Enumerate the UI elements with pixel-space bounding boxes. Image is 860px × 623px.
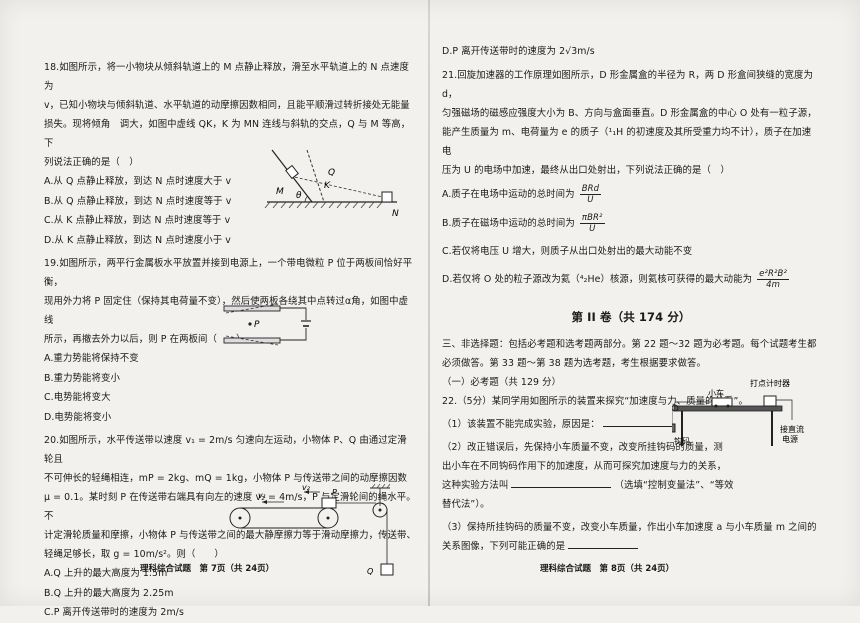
q21-option-a-text: A.质子在电场中运动的总时间为 [442,188,575,200]
q19-line-3: 所示，再撤去外力以后，则 P 在两板间（ ） [44,334,246,345]
q18-line-1: 18.如图所示，将一小物块从倾斜轨道上的 M 点静止释放，滑至水平轨道上的 N … [44,62,409,92]
q22-label-timer: 打点计时器 [750,378,790,388]
q22-line-1: 22.（5分）某同学用如图所示的装置来探究“加速度与力、质量的关系”。 [442,396,748,407]
q21-option-b: B.质子在磁场中运动的总时间为 πBR² U [442,213,820,234]
page-fold [428,0,430,606]
q21-option-b-denominator: U [589,223,596,234]
q18-option-b: B.从 Q 点静止释放，到达 N 点时速度等于 v [44,195,232,207]
q20-option-d: D.P 离开传送带时的速度为 2√3m/s [442,46,595,57]
q18-option-d: D.从 K 点静止释放，到达 N 点时速度小于 v [44,234,231,246]
q19-capacitor-figure: P [223,303,311,346]
q21-option-c: C.若仅将电压 U 增大，则质子从出口处射出的最大动能不变 [442,245,693,257]
q19-line-2: 现用外力将 P 固定住（保持其电荷量不变），然后使两板各绕其中点转过α角，如图中… [44,296,409,326]
q22-line-4: 出小车在不同钩码作用下的加速度，从而可探究加速度与力的关系， [442,461,727,472]
question-19: 19.如图所示，两平行金属板水平放置并接到电源上，一个带电微粒 P 位于两板间恰… [44,254,416,427]
section-title: 第 II 卷（共 174 分） [571,310,691,324]
q21-option-a: A.质子在电场中运动的总时间为 BRd U [442,184,820,205]
q21-option-d-text: D.若仅将 O 处的粒子源改为氦（⁴₂He）核源，则氦核可获得的最大动能为 [442,274,753,285]
left-page: 18.如图所示，将一小物块从倾斜轨道上的 M 点静止释放，滑至水平轨道上的 N … [0,0,430,618]
question-21: 21.回旋加速器的工作原理如图所示，D 形金属盒的半径为 R，两 D 形盒间狭缝… [442,66,820,291]
q22-method-text: 这种实验方法叫 [442,480,509,491]
q19-option-a: A.重力势能将保持不变 [44,353,139,364]
q22-line-8: （3）保持所挂钩码的质量不变，改变小车质量，作出小车加速度 a 与小车质量 m … [442,522,817,533]
q19-option-b: B.重力势能将变小 [44,372,120,384]
q19-option-c: C.电势能将变大 [44,392,111,403]
q22-part-2-choice: 这种实验方法叫 （选填“控制变量法”、“等效 [442,476,820,495]
q22-apparatus-figure: 打点计时器 小车 钩码 接直流 电源 [672,378,804,446]
q18-line-2: v，已知小物块与倾斜轨道、水平轨道的动摩擦因数相同，且能平顺滑过转折接处无能量 [44,100,410,111]
q19-option-d: D.电势能将变小 [44,411,112,423]
question-18: 18.如图所示，将一小物块从倾斜轨道上的 M 点静止释放，滑至水平轨道上的 N … [44,58,416,250]
q20-label-v2: v₂ [302,484,311,492]
q18-label-q: Q [328,168,335,178]
q22-label-cart: 小车 [708,388,724,398]
q20-line-1: 20.如图所示，水平传送带以速度 v₁ = 2m/s 匀速向左运动，小物体 P、… [44,435,407,465]
section-line-1: 三、非选择题：包括必考题和选考题两部分。第 22 题～32 题为必考题。每个试题… [442,339,817,350]
q21-option-a-denominator: U [587,194,594,205]
q18-label-n: N [392,209,399,219]
q22-part-3: 关系图像，下列可能正确的是 [442,537,820,556]
section-line-2: 必须做答。第 33 题～第 38 题为选考题，考生根据要求做答。 [442,358,706,369]
q20-option-a: A.Q 上升的最大高度为 1.5m [44,568,168,579]
q21-line-2: 匀强磁场的磁感应强度大小为 B、方向与盒面垂直。D 形金属盒的中心 O 处有一粒… [442,107,817,119]
q18-label-m: M [276,187,284,197]
q22-label-hooks: 钩码 [674,436,690,446]
q21-option-a-numerator: BRd [579,183,602,195]
q21-option-d: D.若仅将 O 处的粒子源改为氦（⁴₂He）核源，则氦核可获得的最大动能为 e²… [442,269,820,290]
q22-line-7: 替代法”）。 [442,499,490,510]
q22-part-1-text: （1）该装置不能完成实验，原因是： [442,419,600,430]
q21-line-1: 21.回旋加速器的工作原理如图所示，D 形金属盒的半径为 R，两 D 形盒间狭缝… [442,69,813,100]
q20-label-v1: v₁ [258,491,266,500]
section-instructions: 三、非选择题：包括必考题和选考题两部分。第 22 题～32 题为必考题。每个试题… [442,335,820,392]
q21-option-b-numerator: πBR² [579,212,605,224]
q22-label-power-1: 接直流 [780,424,804,434]
q20-line-5: 轻绳足够长，取 g = 10m/s²。则（ ） [44,549,224,560]
q21-option-d-fraction: e²R²B² 4m [757,269,789,290]
right-page: D.P 离开传送带时的速度为 2√3m/s 21.回旋加速器的工作原理如图所示，… [430,0,860,606]
q20-label-q: Q [367,567,373,576]
q19-label-p: P [254,320,260,330]
q21-option-d-denominator: 4m [766,280,781,290]
page-footer-left: 理科综合试题 第 7页（共 24页） [140,564,275,574]
q20-line-3: μ = 0.1。某时刻 P 在传送带右端具有向左的速度 v₂ = 4m/s，P … [44,492,416,522]
q22-part-1: （1）该装置不能完成实验，原因是： [442,415,820,434]
q18-line-4: 列说法正确的是（ ） [44,157,139,168]
q18-option-a: A.从 Q 点静止释放，到达 N 点时速度大于 v [44,176,232,187]
page-footer-right: 理科综合试题 第 8页（共 24页） [540,564,675,574]
q20-line-4: 计定滑轮质量和摩擦，小物体 P 与传送带之间的最大静摩擦力等于滑动摩擦力，传送带… [44,530,416,541]
q21-option-d-numerator: e²R²B² [757,269,789,280]
q22-answer-blank-2[interactable] [511,477,612,488]
q20-conveyor-figure: v₁ P v₂ Q [229,484,394,576]
q22-part-3-text: 关系图像，下列可能正确的是 [442,541,566,552]
q20-label-p: P [332,488,337,497]
question-22: 22.（5分）某同学用如图所示的装置来探究“加速度与力、质量的关系”。 （1）该… [442,392,820,556]
q22-label-power-2: 电源 [782,434,798,444]
q19-line-1: 19.如图所示，两平行金属板水平放置并接到电源上，一个带电微粒 P 位于两板间恰… [44,258,413,288]
section-line-3: （一）必考题（共 129 分） [442,377,562,388]
q21-line-3: 能产生质量为 m、电荷量为 e 的质子（¹₁H 的初速度及其所受重力均不计），质… [442,126,812,157]
q20-option-b: B.Q 上升的最大高度为 2.25m [44,587,174,599]
q21-option-b-fraction: πBR² U [579,212,605,234]
q21-line-4: 压为 U 的电场中加速，最终从出口处射出，下列说法正确的是（ ） [442,164,730,176]
q21-option-b-text: B.质子在磁场中运动的总时间为 [442,217,575,229]
q21-option-a-fraction: BRd U [579,183,602,205]
q18-incline-figure: Q K M θ N [264,149,399,219]
q18-option-c: C.从 K 点静止释放，到达 N 点时速度等于 v [44,215,231,226]
q18-line-3: 损失。现将倾角 调大，如图中虚线 QK，K 为 MN 连线与斜轨的交点，Q 与 … [44,119,411,149]
q22-line-3: （2）改正错误后，先保持小车质量不变，改变所挂钩码的质量，测 [442,442,723,453]
q22-method-hint: （选填“控制变量法”、“等效 [614,480,734,491]
q22-answer-blank-3[interactable] [568,538,639,549]
q18-label-k: K [324,181,331,191]
q22-answer-blank-1[interactable] [602,416,673,427]
q20-line-2: 不可伸长的轻绳相连，mP = 2kg、mQ = 1kg，小物体 P 与传送带之间… [44,473,407,484]
q18-label-theta: θ [296,191,302,201]
